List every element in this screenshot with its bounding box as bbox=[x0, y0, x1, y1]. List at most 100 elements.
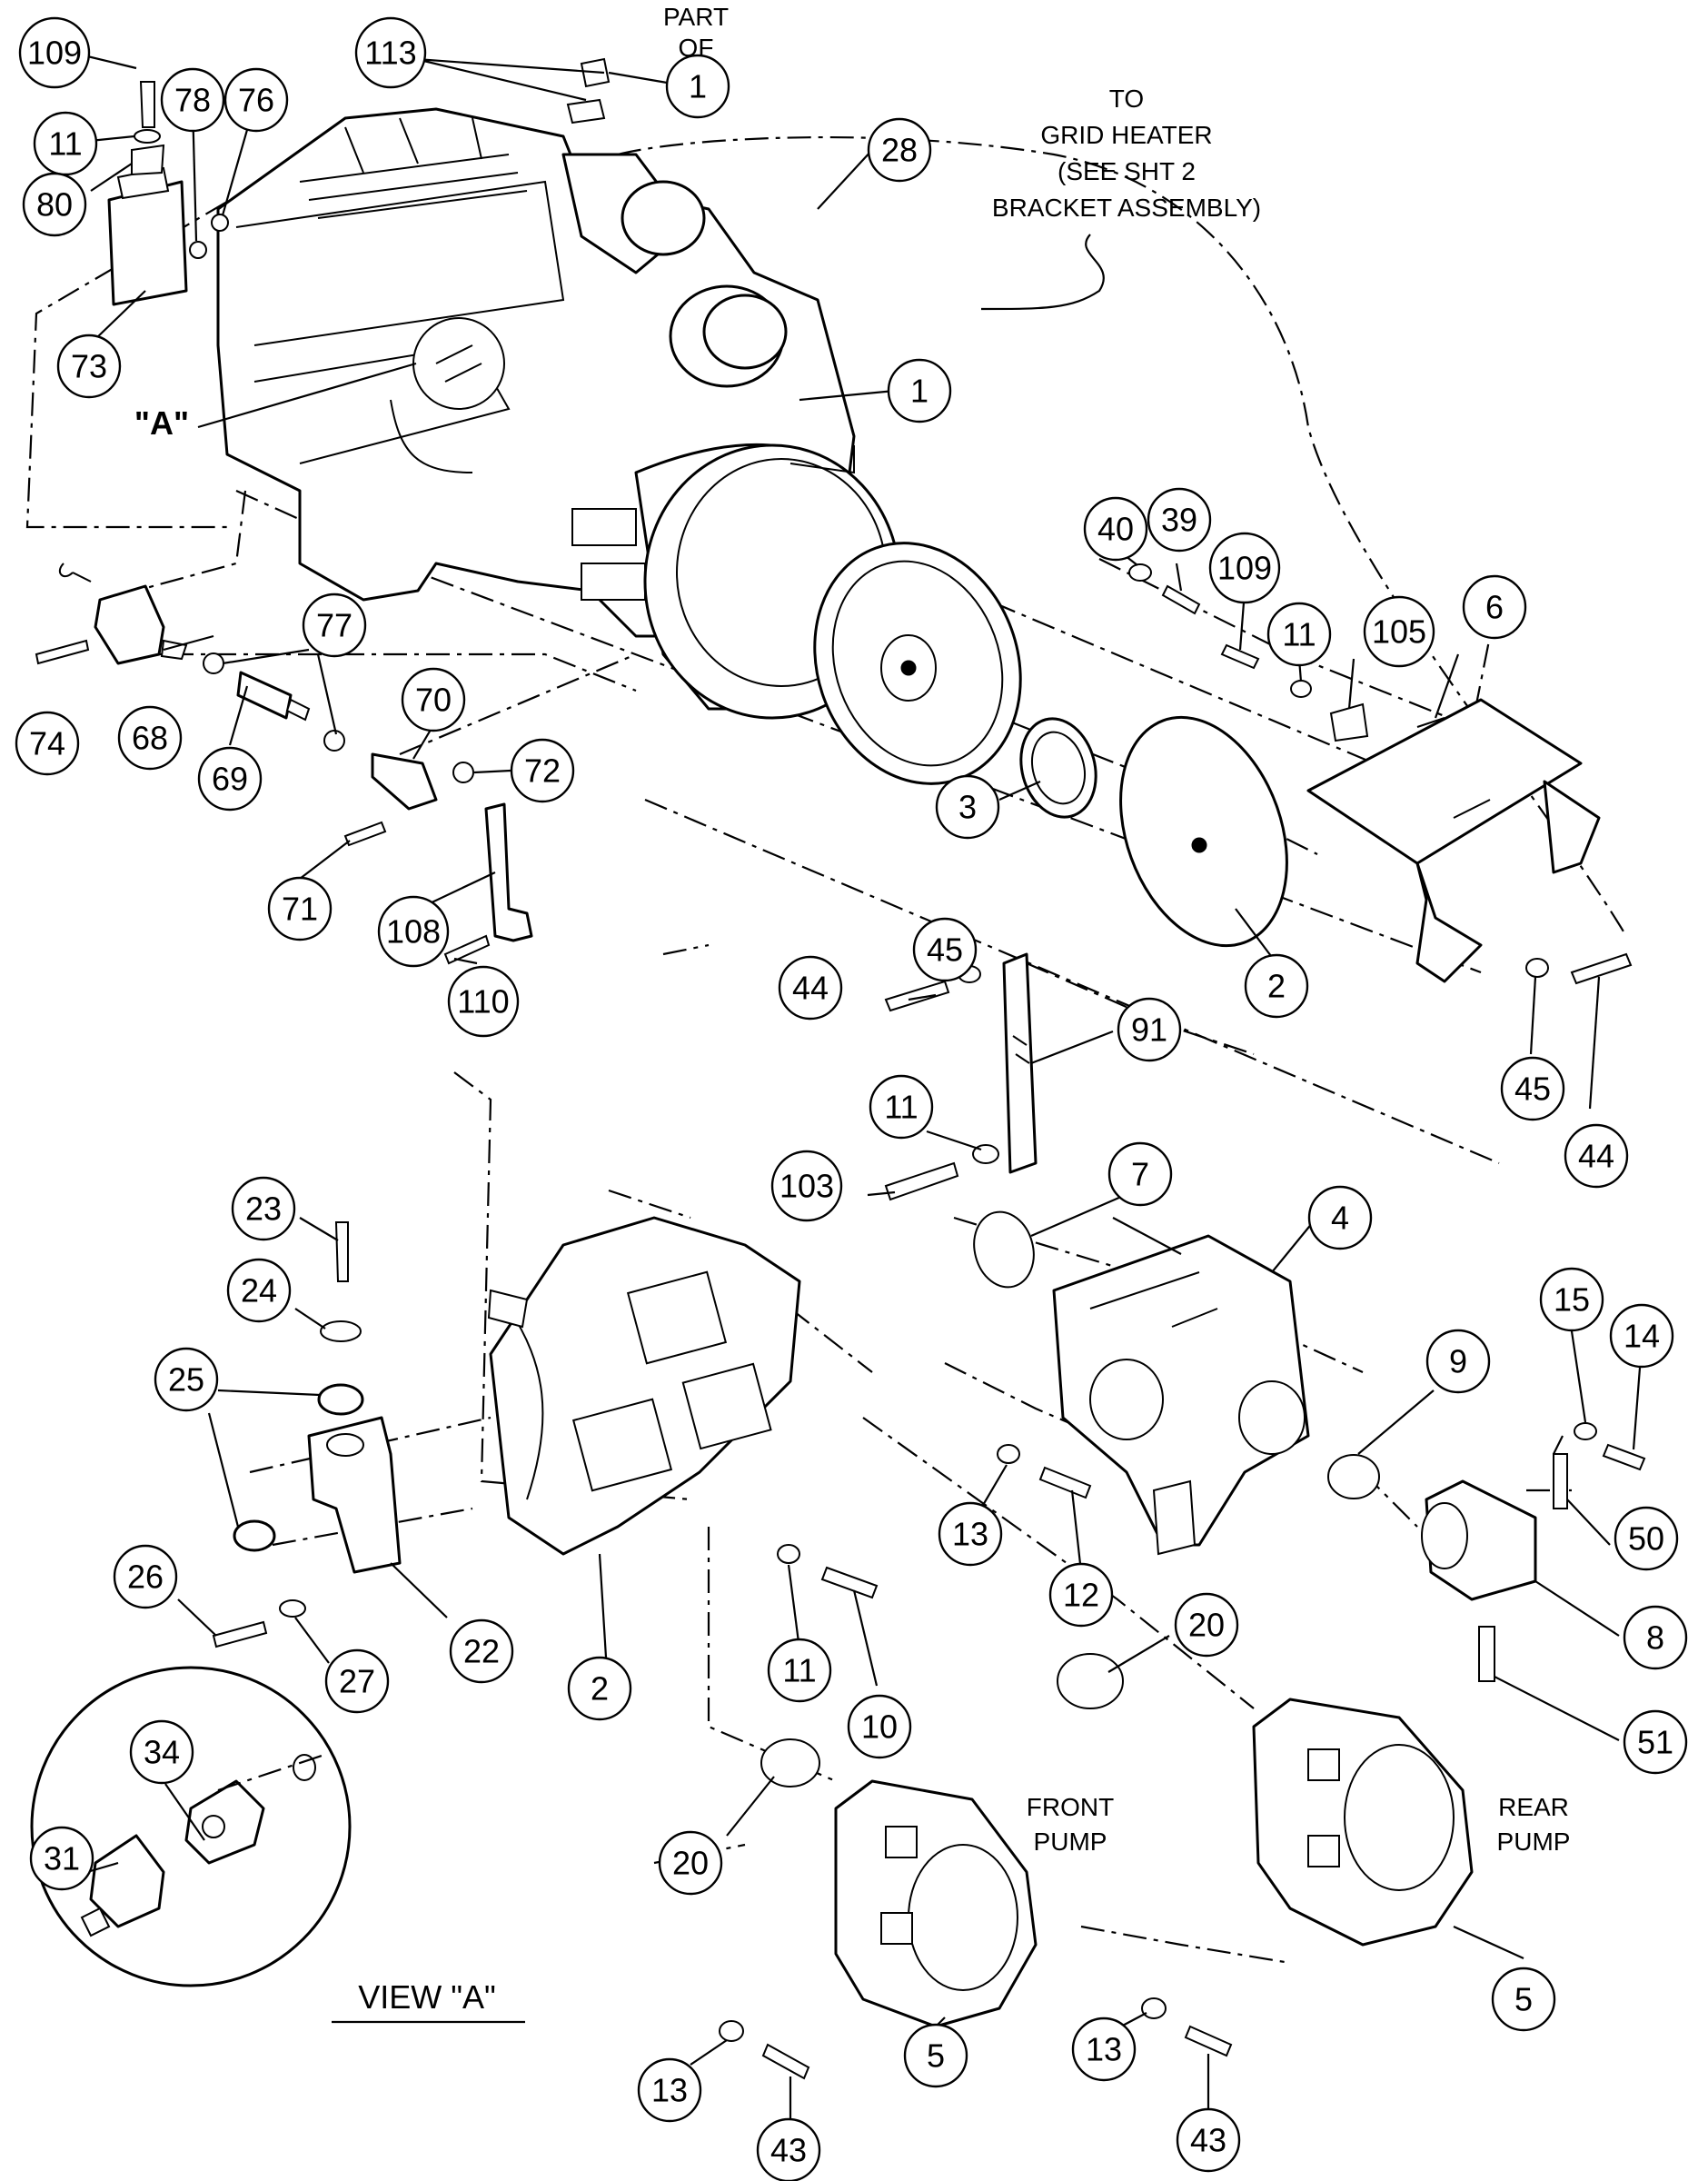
washer-11-r bbox=[1290, 680, 1312, 698]
callout-109-tl: 109 bbox=[18, 16, 91, 89]
callout-number: 1 bbox=[910, 373, 928, 410]
callout-80: 80 bbox=[22, 172, 87, 237]
callout-number: 51 bbox=[1637, 1724, 1673, 1761]
bolt-109-r bbox=[1220, 643, 1260, 670]
callout-circle bbox=[22, 172, 87, 237]
grid-heater-line-4: BRACKET ASSEMBLY) bbox=[992, 194, 1261, 222]
washer-15 bbox=[1574, 1422, 1597, 1440]
callout-number: 11 bbox=[48, 125, 82, 163]
callout-13-m: 13 bbox=[938, 1501, 1003, 1567]
callout-number: 109 bbox=[27, 35, 82, 72]
callout-number: 91 bbox=[1131, 1011, 1167, 1049]
link-bar-91 bbox=[1002, 952, 1038, 1174]
callout-40: 40 bbox=[1083, 496, 1148, 562]
callout-circle bbox=[869, 1074, 934, 1140]
clamp-80 bbox=[131, 144, 165, 176]
oring-20-r bbox=[1057, 1653, 1124, 1709]
callout-11-r: 11 bbox=[1266, 602, 1332, 667]
callout-5-f: 5 bbox=[903, 2023, 968, 2088]
callout-circle bbox=[1208, 532, 1281, 604]
callout-circle bbox=[1609, 1303, 1674, 1369]
callout-number: 28 bbox=[881, 132, 918, 169]
bolt-74 bbox=[35, 639, 90, 665]
callout-circle bbox=[1564, 1123, 1629, 1189]
oring-20-l bbox=[760, 1738, 820, 1788]
callout-circle bbox=[867, 117, 932, 183]
drive-plate bbox=[1119, 715, 1288, 948]
callout-circle bbox=[1244, 953, 1309, 1019]
callout-number: 45 bbox=[927, 931, 963, 969]
nut-72 bbox=[452, 762, 474, 783]
bolt-44-l bbox=[884, 980, 950, 1012]
callout-number: 25 bbox=[168, 1361, 204, 1399]
washer-13-rr bbox=[1141, 1997, 1167, 2019]
callout-8: 8 bbox=[1623, 1605, 1688, 1670]
callout-number: 11 bbox=[884, 1089, 918, 1126]
callout-circle bbox=[767, 1638, 832, 1703]
bolt-26 bbox=[212, 1620, 268, 1648]
oring-7 bbox=[973, 1210, 1035, 1289]
callout-circle bbox=[113, 1544, 178, 1609]
callout-105: 105 bbox=[1363, 595, 1435, 668]
rear-pump bbox=[1252, 1698, 1474, 1947]
callout-number: 71 bbox=[282, 891, 318, 928]
bracket-73 bbox=[107, 166, 188, 306]
callout-number: 43 bbox=[1190, 2122, 1226, 2159]
callout-74: 74 bbox=[15, 711, 80, 776]
callout-circle bbox=[658, 1830, 723, 1896]
bolt-110 bbox=[443, 934, 491, 965]
bolt-39 bbox=[1161, 584, 1201, 615]
callout-circle bbox=[1107, 1141, 1173, 1207]
callout-77: 77 bbox=[302, 593, 367, 658]
callout-circle bbox=[1623, 1709, 1688, 1775]
callout-78: 78 bbox=[160, 67, 225, 133]
callout-11-m: 11 bbox=[869, 1074, 934, 1140]
detail-a-marker: "A" bbox=[134, 404, 189, 442]
callout-circle bbox=[377, 895, 450, 968]
callout-circle bbox=[1048, 1562, 1114, 1628]
callout-number: 14 bbox=[1624, 1318, 1660, 1355]
washer-45-r bbox=[1525, 958, 1549, 978]
callout-circle bbox=[1614, 1506, 1679, 1571]
washer-13-fl bbox=[719, 2020, 744, 2042]
callout-circle bbox=[1539, 1267, 1604, 1332]
oring-9 bbox=[1327, 1454, 1380, 1499]
callout-12: 12 bbox=[1048, 1562, 1114, 1628]
rear-pump-line-2: PUMP bbox=[1497, 1827, 1571, 1856]
callout-number: 44 bbox=[1578, 1138, 1614, 1175]
callout-number: 108 bbox=[386, 913, 441, 951]
callout-circle bbox=[15, 711, 80, 776]
callout-11-b: 11 bbox=[767, 1638, 832, 1703]
callout-circle bbox=[1117, 997, 1182, 1062]
callout-number: 20 bbox=[672, 1845, 709, 1882]
grid-heater-note: TO GRID HEATER (SEE SHT 2 BRACKET ASSEMB… bbox=[980, 85, 1261, 311]
turbocharger bbox=[561, 153, 788, 388]
callout-45-l: 45 bbox=[912, 917, 978, 982]
callout-number: 8 bbox=[1646, 1619, 1664, 1657]
callout-45-r: 45 bbox=[1500, 1056, 1565, 1121]
clevis-70 bbox=[371, 752, 438, 811]
callout-circle bbox=[29, 1826, 94, 1891]
bracket-108 bbox=[484, 802, 533, 942]
callout-number: 23 bbox=[245, 1190, 282, 1228]
callout-circle bbox=[637, 2057, 702, 2123]
callout-number: 39 bbox=[1161, 502, 1197, 539]
callout-3: 3 bbox=[935, 774, 1000, 840]
callout-20-l: 20 bbox=[658, 1830, 723, 1896]
callout-number: 24 bbox=[241, 1272, 277, 1310]
callout-circle bbox=[935, 774, 1000, 840]
callout-number: 2 bbox=[591, 1670, 609, 1708]
view-a-inset bbox=[30, 1666, 352, 1987]
callout-number: 3 bbox=[958, 789, 977, 826]
callout-number: 11 bbox=[1282, 616, 1316, 653]
callout-number: 105 bbox=[1372, 613, 1426, 651]
callout-circle bbox=[1176, 2107, 1241, 2173]
fitting-51 bbox=[1478, 1626, 1495, 1682]
callout-circle bbox=[1623, 1605, 1688, 1670]
shutoff-solenoid bbox=[58, 563, 188, 665]
callout-2-bot: 2 bbox=[567, 1656, 632, 1721]
callout-circle bbox=[912, 917, 978, 982]
part-of-note: PART OF bbox=[663, 3, 729, 62]
callout-number: 43 bbox=[770, 2132, 807, 2169]
